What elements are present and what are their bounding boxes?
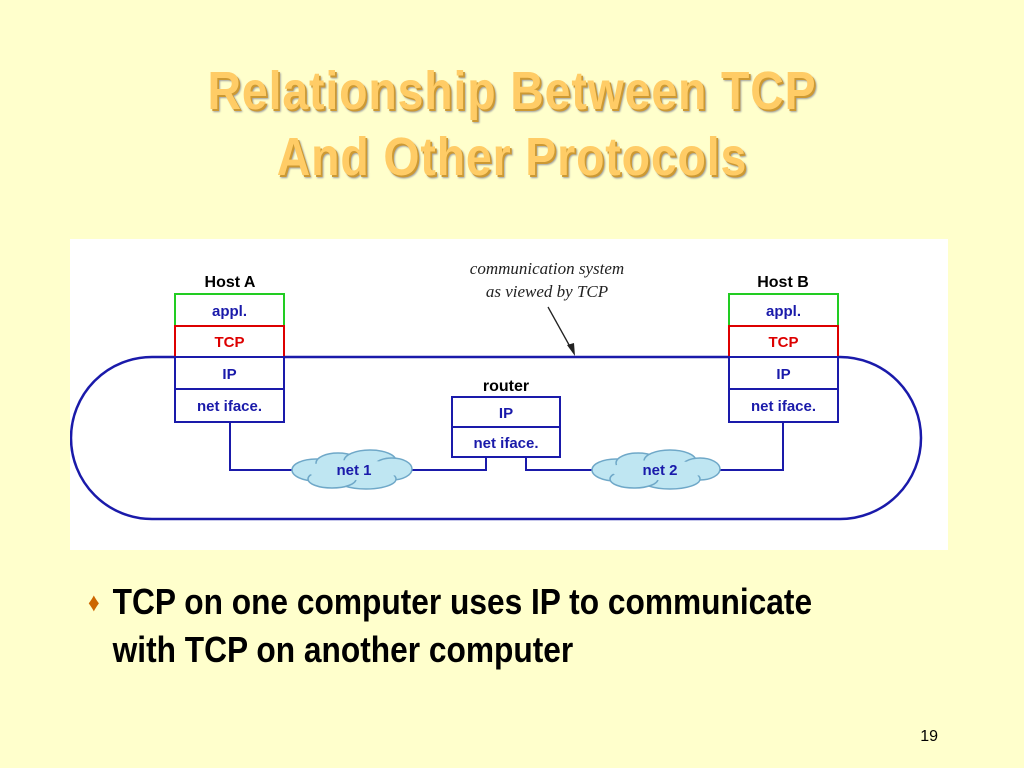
host-b-net-iface-label: net iface. [751, 398, 816, 415]
router-ip-label: IP [499, 405, 513, 422]
wire-net2-host-b [715, 422, 784, 471]
host-b-stack: appl. TCP IP net iface. [728, 293, 839, 423]
host-b-label: Host B [757, 274, 809, 291]
communication-system-loop [70, 355, 923, 521]
host-a-stack: appl. TCP IP net iface. [174, 293, 285, 423]
host-a-label: Host A [205, 274, 256, 291]
router-net-iface-label: net iface. [473, 435, 538, 452]
title-line-2: And Other Protocols [276, 127, 748, 187]
router-net-iface-box [451, 426, 561, 458]
host-b-ip-box [728, 356, 839, 390]
host-a-appl-label: appl. [212, 303, 247, 320]
host-a-tcp-box [174, 325, 285, 358]
annotation-arrow [547, 306, 575, 356]
router-stack: IP net iface. [451, 396, 561, 458]
host-b-tcp-box [728, 325, 839, 358]
host-b-appl-box [728, 293, 839, 327]
router-label: router [483, 378, 529, 395]
wire-net1-router [405, 457, 487, 471]
host-a-ip-label: IP [222, 366, 236, 383]
network-wires [229, 422, 784, 471]
host-b-tcp-label: TCP [769, 334, 799, 351]
host-a-net-iface-label: net iface. [197, 398, 262, 415]
net-2-cloud: net 2 [591, 449, 721, 490]
host-b-ip-label: IP [776, 366, 790, 383]
host-a-appl-box [174, 293, 285, 327]
slide-title: Relationship Between TCP And Other Proto… [72, 58, 953, 190]
diamond-bullet-icon: ♦ [88, 587, 100, 617]
host-a-ip-box [174, 356, 285, 390]
host-a-net-iface-box [174, 388, 285, 423]
wire-host-a-net1 [229, 422, 300, 471]
annotation-line-1: communication system [470, 259, 624, 278]
net-1-label: net 1 [336, 462, 371, 479]
net-1-cloud: net 1 [291, 449, 413, 490]
wire-router-net2 [525, 457, 600, 471]
net-2-label: net 2 [642, 462, 677, 479]
host-a-tcp-label: TCP [215, 334, 245, 351]
host-b-appl-label: appl. [766, 303, 801, 320]
tcp-diagram: communication system as viewed by TCP Ho… [70, 239, 948, 550]
title-line-1: Relationship Between TCP [207, 61, 817, 121]
page-number: 19 [920, 728, 938, 745]
bullet-text: TCP on one computer uses IP to communica… [112, 581, 813, 670]
annotation-line-2: as viewed by TCP [486, 282, 608, 301]
bullet-point: ♦ TCP on one computer uses IP to communi… [88, 578, 862, 674]
